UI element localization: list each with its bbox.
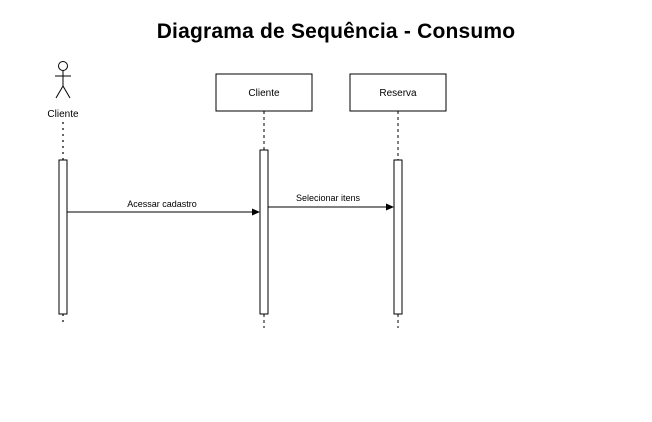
cliente-object-label: Cliente [248,88,280,99]
message-acessar-cadastro: Acessar cadastro [67,199,260,216]
message-label: Acessar cadastro [127,199,197,209]
message-label: Selecionar itens [296,193,361,203]
diagram-title: Diagrama de Sequência - Consumo [156,20,516,43]
arrowhead-icon [252,208,260,216]
actor-activation-bar [58,159,68,315]
reserva-object-label: Reserva [379,88,417,99]
actor-label: Cliente [47,109,79,120]
cliente-object-box [215,73,313,112]
arrowhead-icon [386,203,394,211]
reserva-object-box [349,73,447,112]
reserva-activation-bar [393,159,403,315]
actor-figure-icon [55,61,71,99]
message-selecionar-itens: Selecionar itens [268,193,394,211]
cliente-activation-bar [259,149,269,315]
